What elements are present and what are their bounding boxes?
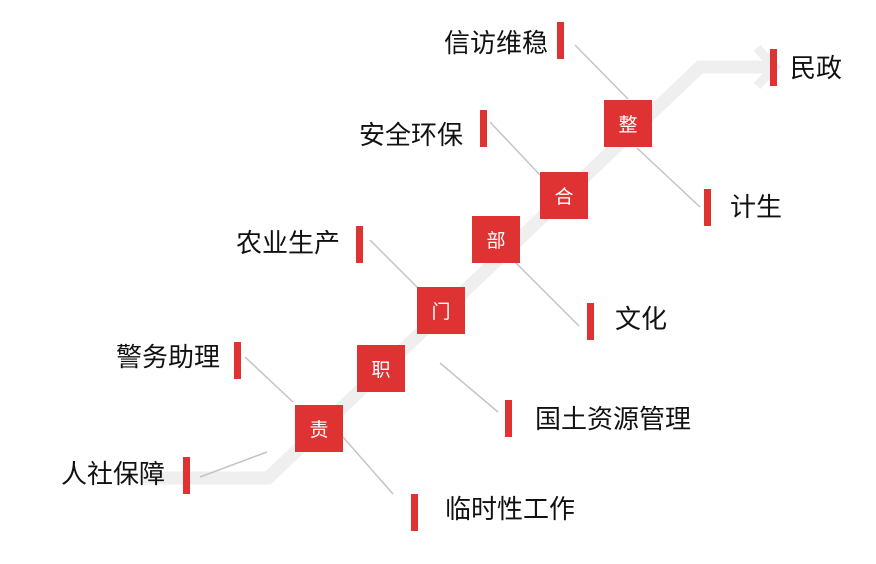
char-box-zhi: 职 — [357, 345, 405, 392]
marker-bar — [356, 226, 363, 263]
marker-bar — [704, 189, 711, 226]
marker-bar — [234, 342, 241, 379]
char-box-he: 合 — [540, 172, 588, 219]
char-box-bu: 部 — [472, 216, 520, 263]
connector-renshe — [199, 451, 268, 478]
label-linshi: 临时性工作 — [445, 495, 576, 525]
marker-bar — [770, 49, 777, 86]
char-box-zheng: 整 — [604, 100, 652, 147]
label-guotu: 国土资源管理 — [535, 405, 692, 435]
label-renshe: 人社保障 — [60, 460, 165, 490]
connector-linshi — [342, 436, 394, 495]
marker-bar — [411, 494, 418, 531]
main-path-arrow — [140, 60, 768, 485]
marker-bar — [587, 303, 594, 340]
connector-nongye — [369, 239, 421, 291]
connector-guotu — [439, 362, 499, 413]
connector-wenhua — [514, 261, 580, 327]
char-box-men: 门 — [417, 287, 465, 334]
label-anquan: 安全环保 — [358, 121, 463, 151]
connector-xinfang — [574, 44, 629, 100]
label-wenhua: 文化 — [615, 305, 668, 335]
marker-bar — [557, 22, 564, 59]
label-nongye: 农业生产 — [235, 229, 340, 259]
char-box-ze: 责 — [295, 405, 343, 452]
label-jisheng: 计生 — [730, 193, 783, 223]
marker-bar — [480, 110, 487, 147]
label-jingwu: 警务助理 — [115, 343, 220, 373]
connector-jisheng — [636, 147, 701, 208]
connectors — [199, 44, 701, 495]
label-xinfang: 信访维稳 — [443, 29, 548, 59]
marker-bar — [183, 457, 190, 494]
label-minzheng: 民政 — [790, 54, 843, 84]
connector-anquan — [489, 121, 541, 176]
connector-jingwu — [244, 356, 294, 403]
marker-bar — [505, 400, 512, 437]
